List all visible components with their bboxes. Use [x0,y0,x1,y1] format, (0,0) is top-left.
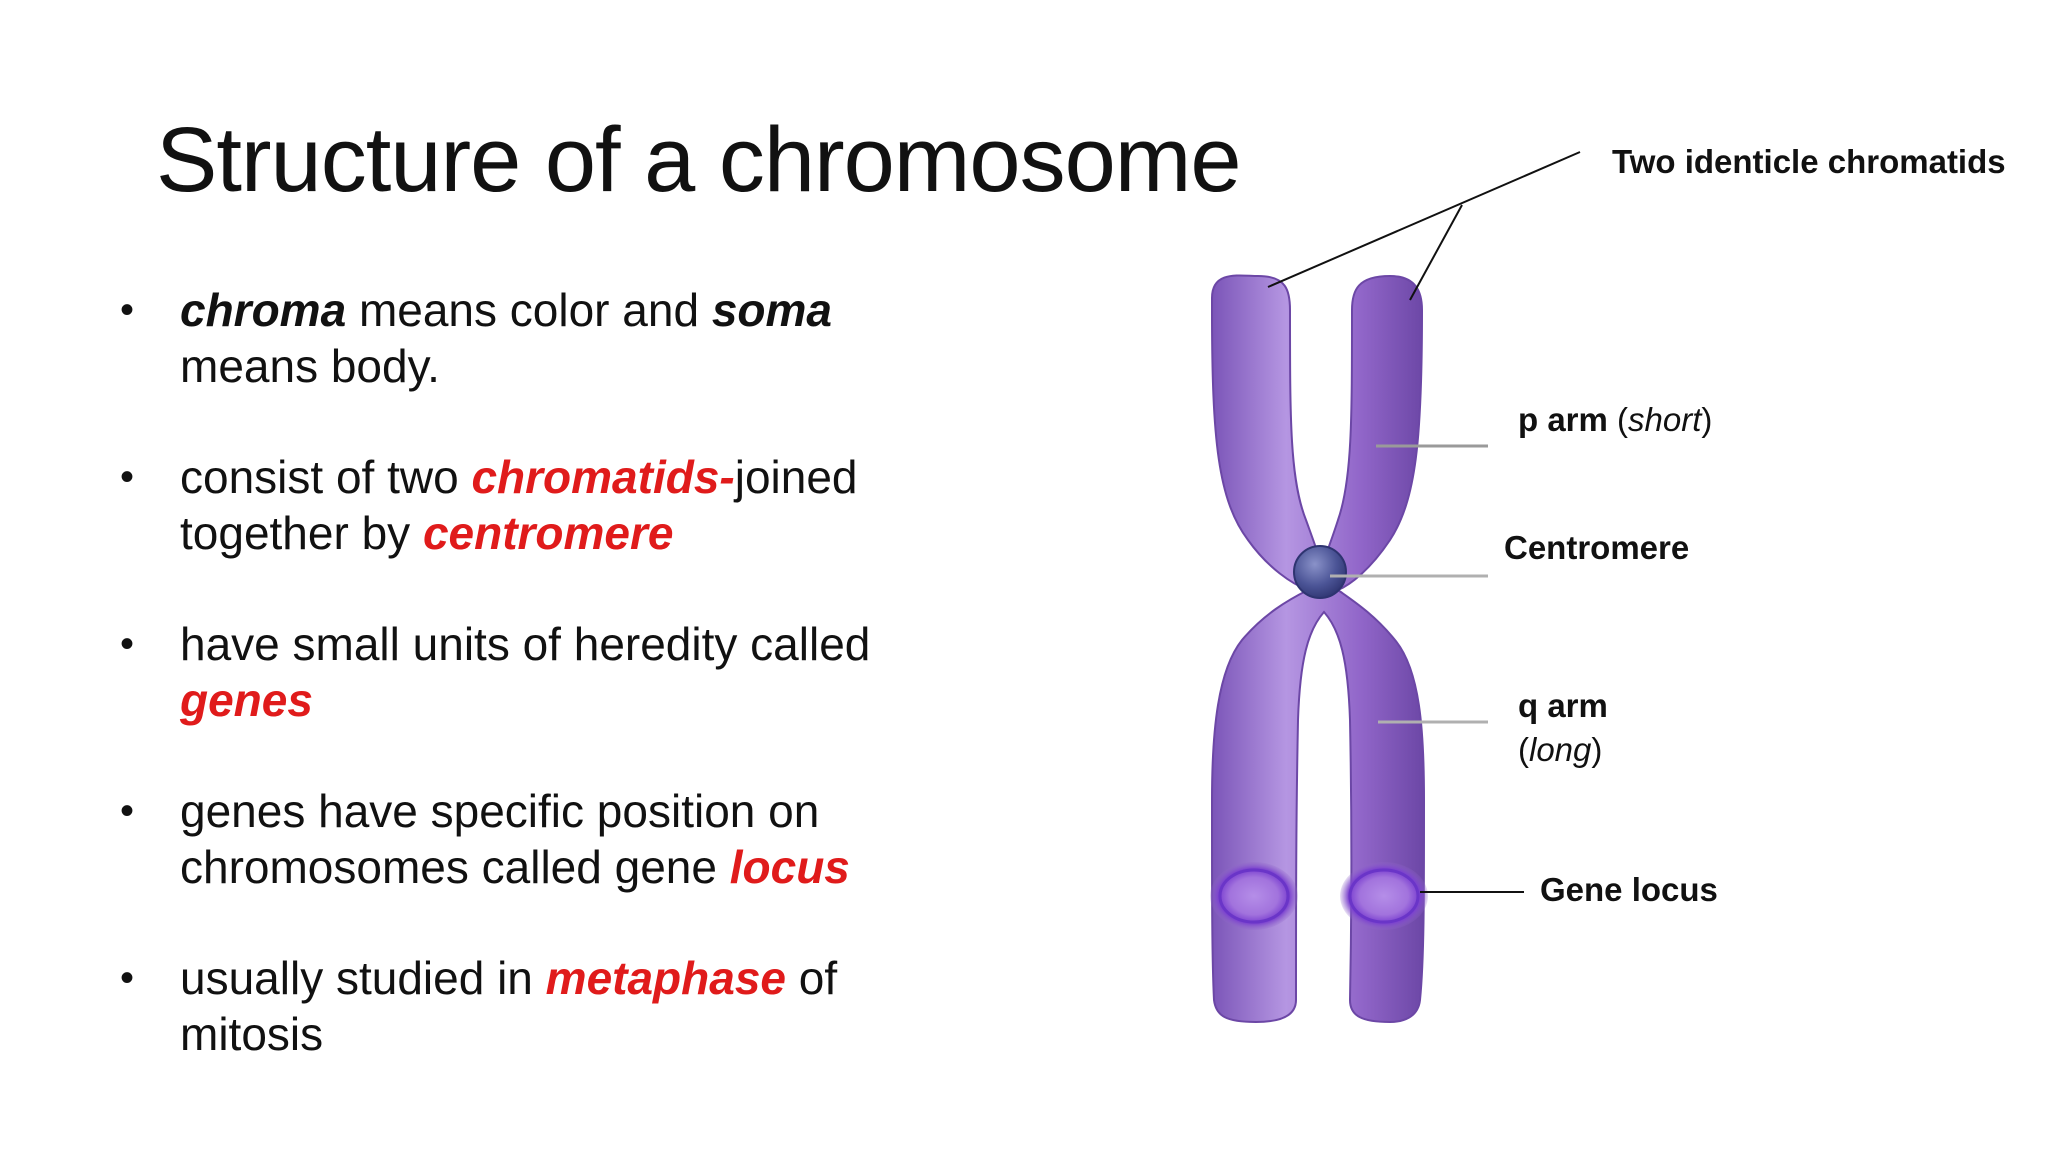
bullet-dot: • [120,455,135,499]
gene-locus-right [1340,862,1428,930]
label-q-arm: q arm (long) [1518,684,1608,772]
label-q-arm-italic: long [1529,731,1592,768]
bullet-run: chroma [180,284,347,336]
bullet-dot: • [120,956,135,1000]
bullet-text: consist of two chromatids-joined togethe… [180,451,858,559]
label-centromere-text: Centromere [1504,529,1690,566]
label-gene-locus: Gene locus [1540,868,1718,912]
bullet-run: usually studied in [180,952,546,1004]
label-q-arm-open: ( [1518,731,1529,768]
bullet-item: • genes have specific position on chromo… [112,783,932,895]
label-centromere: Centromere [1504,526,1689,570]
leader-lines [1267,151,1581,893]
bullet-item: • chroma means color and soma means body… [112,282,932,394]
label-p-arm: p arm (short) [1518,398,1712,442]
centromere-knob [1293,545,1347,599]
label-p-arm-bold: p arm [1518,401,1608,438]
chromosome-body [1210,274,1426,1024]
bullet-run: means body. [180,340,440,392]
bullet-dot: • [120,789,135,833]
bullet-item: • usually studied in metaphase of mitosi… [112,950,932,1062]
bullet-run: chromatids- [471,451,735,503]
bullet-text: have small units of heredity called gene… [180,618,870,726]
label-p-arm-italic: short [1628,401,1702,438]
bullet-text: chroma means color and soma means body. [180,284,832,392]
label-gene-locus-text: Gene locus [1540,871,1718,908]
label-p-arm-close: ) [1701,401,1713,438]
bullet-text: usually studied in metaphase of mitosis [180,952,837,1060]
bullet-run: centromere [422,507,674,559]
label-p-arm-open: ( [1607,401,1629,438]
bullet-run: metaphase [545,952,787,1004]
bullet-run: genes have specific position on chromoso… [180,785,820,893]
bullet-text: genes have specific position on chromoso… [180,785,850,893]
bullet-dot: • [120,288,135,332]
bullet-run: have small units of heredity called [180,618,871,670]
bullet-run: locus [729,841,850,893]
bullet-run: means color and [346,284,712,336]
bullet-run: of mitosis [180,952,838,1060]
bullet-item: • have small units of heredity called ge… [112,616,932,728]
bullet-run: genes [180,674,313,726]
bullet-run: consist of two [180,451,472,503]
slide-title: Structure of a chromosome [156,109,1242,211]
gene-locus-left [1210,862,1298,930]
bullet-dot: • [120,622,135,666]
bullet-item: • consist of two chromatids-joined toget… [112,449,932,561]
bullet-run: joined together by [180,451,858,559]
label-q-arm-bold: q arm [1518,687,1608,724]
bullet-run: soma [711,284,832,336]
label-chromatids-text: Two identicle chromatids [1612,143,2006,180]
label-chromatids: Two identicle chromatids [1612,140,2006,184]
bullet-list: • chroma means color and soma means body… [112,282,932,1117]
label-q-arm-close: ) [1591,731,1603,768]
